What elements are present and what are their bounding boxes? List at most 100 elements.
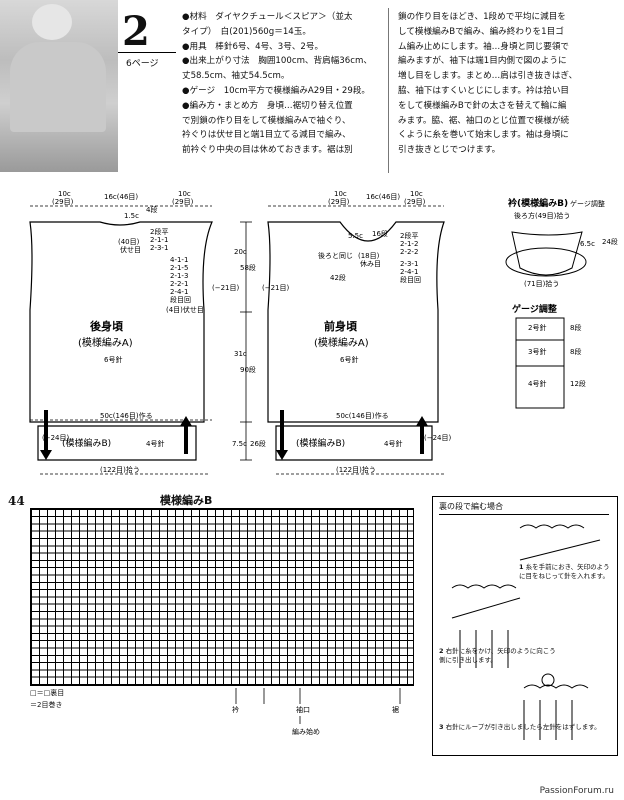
front-body-outline <box>267 221 445 461</box>
svg-text:31c: 31c <box>234 350 247 358</box>
svg-text:4号針: 4号針 <box>384 439 402 448</box>
svg-text:2段平: 2段平 <box>400 231 418 240</box>
svg-text:16c(46目): 16c(46目) <box>104 193 138 201</box>
svg-text:10c: 10c <box>178 190 191 198</box>
svg-text:2-1-3: 2-1-3 <box>170 272 188 280</box>
svg-text:2-1-5: 2-1-5 <box>170 264 188 272</box>
svg-text:(模様編みA): (模様編みA) <box>78 336 133 349</box>
svg-text:(−21目): (−21目) <box>212 284 240 292</box>
svg-text:2-3-1: 2-3-1 <box>400 260 418 268</box>
dimension-lines <box>240 221 252 461</box>
svg-text:(29目): (29目) <box>328 198 350 206</box>
inset-title: 裏の段で編む場合 <box>439 501 609 515</box>
svg-text:90段: 90段 <box>240 365 256 374</box>
page-reference: 6ページ <box>126 59 159 69</box>
column-divider <box>388 8 389 173</box>
pattern-number: 2 <box>122 8 150 55</box>
pattern-chart-grid <box>30 508 414 686</box>
back-top-width: 10c <box>58 190 71 198</box>
svg-text:2-4-1: 2-4-1 <box>170 288 188 296</box>
number-underline <box>118 52 176 53</box>
page-number: 44 <box>8 494 25 508</box>
svg-text:6号針: 6号針 <box>340 355 358 364</box>
svg-text:2-2-1: 2-2-1 <box>170 280 188 288</box>
svg-text:6.5c: 6.5c <box>580 240 595 248</box>
instructions-col1: ●材料 ダイヤクチュール＜スピア＞（並太 タイプ） 白(201)560g＝14玉… <box>182 12 372 156</box>
svg-text:休み目: 休み目 <box>360 259 381 268</box>
legend-wrap: ＝2目巻き <box>30 701 63 709</box>
svg-text:(模様編みB): (模様編みB) <box>62 437 111 449</box>
svg-text:(18目): (18目) <box>358 252 380 260</box>
svg-text:4-1-1: 4-1-1 <box>170 256 188 264</box>
svg-text:2段平: 2段平 <box>150 227 168 236</box>
instructions-col2: 鎖の作り目をほどき、1段めで平均に減目を して模様編みBで編み、編み終わりを1目… <box>398 12 578 156</box>
svg-text:伏せ目: 伏せ目 <box>120 245 141 254</box>
svg-text:(29目): (29目) <box>52 198 74 206</box>
svg-text:4段: 4段 <box>146 205 157 214</box>
svg-text:6号針: 6号針 <box>104 355 122 364</box>
chart-pointer-arrows <box>235 688 401 724</box>
svg-text:58段: 58段 <box>240 263 256 272</box>
svg-text:(模様編みA): (模様編みA) <box>314 336 369 349</box>
back-title: 後身頃 <box>90 319 124 333</box>
svg-text:2-2-2: 2-2-2 <box>400 248 418 256</box>
svg-text:段目回: 段目回 <box>170 295 191 304</box>
svg-text:2-1-1: 2-1-1 <box>150 236 168 244</box>
back-body-outline <box>29 221 213 461</box>
svg-text:編み始め: 編み始め <box>292 727 320 736</box>
legend-purl: □＝□裏目 <box>30 689 65 697</box>
collar-title: 衿(模様編みB) <box>508 197 568 209</box>
svg-text:42段: 42段 <box>330 273 346 282</box>
svg-text:(−21目): (−21目) <box>262 284 290 292</box>
svg-text:2-4-1: 2-4-1 <box>400 268 418 276</box>
svg-text:(40目): (40目) <box>118 238 140 246</box>
gauge-table <box>515 317 565 409</box>
svg-text:4号針: 4号針 <box>146 439 164 448</box>
svg-text:26段: 26段 <box>250 439 266 448</box>
svg-text:10c: 10c <box>334 190 347 198</box>
svg-text:(4目)伏せ目: (4目)伏せ目 <box>166 305 204 314</box>
chart-title: 模様編みB <box>160 494 213 507</box>
svg-text:16c(46目): 16c(46目) <box>366 193 400 201</box>
svg-text:8段: 8段 <box>570 347 581 356</box>
svg-text:(122目)拾う: (122目)拾う <box>100 465 140 474</box>
svg-text:4号針: 4号針 <box>528 379 546 388</box>
svg-text:50c(146目)作る: 50c(146目)作る <box>336 411 389 420</box>
svg-text:後ろ方(49目)拾う: 後ろ方(49目)拾う <box>514 211 570 220</box>
front-title: 前身頃 <box>324 319 358 333</box>
svg-text:(−24目): (−24目) <box>42 434 70 442</box>
svg-text:(29目): (29目) <box>404 198 426 206</box>
svg-text:7.5c: 7.5c <box>232 440 247 448</box>
collar-diagram <box>505 231 587 277</box>
svg-text:8段: 8段 <box>570 323 581 332</box>
svg-text:12段: 12段 <box>570 379 586 388</box>
svg-text:10c: 10c <box>410 190 423 198</box>
svg-text:袖口: 袖口 <box>296 705 310 714</box>
svg-text:(71目)拾う: (71目)拾う <box>524 279 559 288</box>
svg-text:2-1-2: 2-1-2 <box>400 240 418 248</box>
dim-h1: 20c <box>234 248 247 256</box>
svg-text:(模様編みB): (模様編みB) <box>296 437 345 449</box>
purl-side-inset: 裏の段で編む場合 1 糸を手前におき、矢印のように目をねじって針を入れます。 2… <box>432 496 618 756</box>
svg-text:5.5c: 5.5c <box>348 232 363 240</box>
svg-text:(122目)拾う: (122目)拾う <box>336 465 376 474</box>
svg-text:(−24目): (−24目) <box>424 434 452 442</box>
inset-illustrations <box>451 524 601 740</box>
svg-text:裾: 裾 <box>392 705 399 714</box>
svg-text:1.5c: 1.5c <box>124 212 139 220</box>
svg-text:段目回: 段目回 <box>400 275 421 284</box>
svg-text:後ろと同じ: 後ろと同じ <box>318 251 353 260</box>
svg-text:衿: 衿 <box>232 705 239 714</box>
gauge-title: ゲージ調整 <box>512 303 557 315</box>
svg-text:3号針: 3号針 <box>528 347 546 356</box>
svg-text:24段: 24段 <box>602 237 618 246</box>
watermark: PassionForum.ru <box>539 786 614 796</box>
svg-text:(29目): (29目) <box>172 198 194 206</box>
svg-text:2号針: 2号針 <box>528 323 546 332</box>
model-photo <box>0 0 118 172</box>
svg-text:16段: 16段 <box>372 229 388 238</box>
svg-text:ゲージ調整: ゲージ調整 <box>570 199 605 208</box>
svg-text:2-3-1: 2-3-1 <box>150 244 168 252</box>
svg-text:50c(146目)作る: 50c(146目)作る <box>100 411 153 420</box>
